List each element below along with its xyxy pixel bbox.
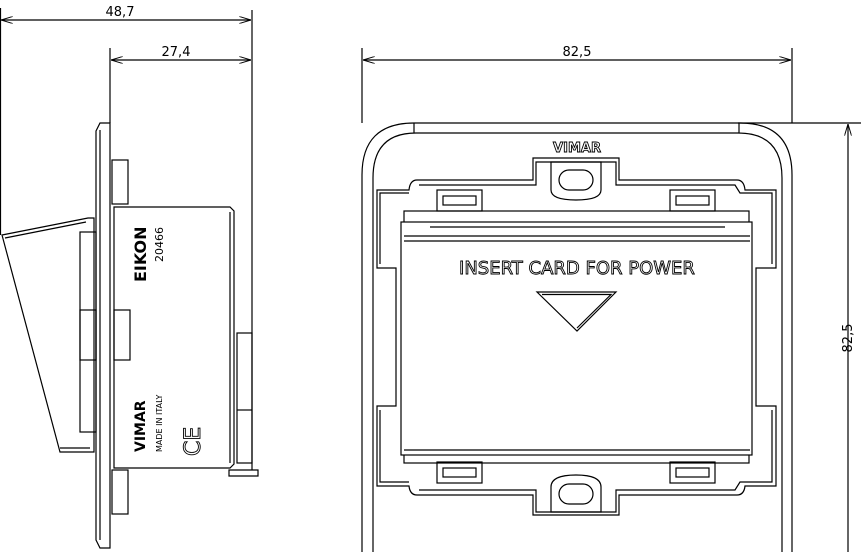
cover-plate-outer: [361, 122, 793, 552]
side-view: 48,7 27,4 EIKON 20466 VIMAR MADE IN ITAL…: [0, 5, 259, 549]
frame-tab: [111, 159, 129, 205]
mechanism-body: [113, 206, 235, 469]
card-holder-inner: [4, 221, 90, 449]
clip-top-left: [436, 189, 483, 212]
clip-bottom-left: [436, 461, 483, 484]
vimar-logo: VIMAR: [133, 400, 149, 452]
eikon-logo: EIKON: [131, 226, 150, 282]
made-in-italy: MADE IN ITALY: [155, 394, 164, 452]
down-triangle-icon: [535, 291, 618, 332]
card-holder-face: [400, 221, 753, 456]
clip-slot: [675, 467, 710, 478]
dimension-body-depth: 27,4: [162, 45, 191, 60]
dimension-width: 82,5: [563, 45, 592, 60]
vimar-logo-front: VIMAR: [553, 141, 601, 156]
center-clip: [113, 309, 131, 361]
clip-slot: [442, 195, 477, 206]
center-clip-front: [79, 309, 97, 361]
clip-slot: [675, 195, 710, 206]
ce-mark: CE: [181, 427, 206, 456]
support-frame: [376, 157, 777, 516]
card-holder-slanted: [1, 217, 95, 453]
screw-lug-top: [550, 161, 602, 201]
dimension-total-depth: 48,7: [106, 5, 135, 20]
clip-slot: [442, 467, 477, 478]
part-number: 20466: [153, 227, 166, 262]
front-view: 82,5 82,5 INSERT CARD FOR POWER: [361, 45, 861, 552]
terminal-block: [236, 332, 253, 464]
triangle-inner: [542, 293, 613, 329]
dimension-height: 82,5: [841, 324, 856, 353]
cover-plate: [95, 122, 111, 549]
clip-bottom-right: [669, 461, 716, 484]
support-frame-inner: [379, 161, 773, 513]
frame-tab: [111, 469, 129, 515]
insert-card-text: INSERT CARD FOR POWER: [459, 258, 695, 279]
screw-slot-top: [558, 169, 594, 191]
screw-slot-bottom: [558, 483, 594, 505]
terminal-screw: [228, 469, 259, 477]
screw-lug-bottom: [550, 474, 602, 513]
clip-top-right: [669, 189, 716, 212]
cover-plate-inner: [372, 132, 783, 552]
